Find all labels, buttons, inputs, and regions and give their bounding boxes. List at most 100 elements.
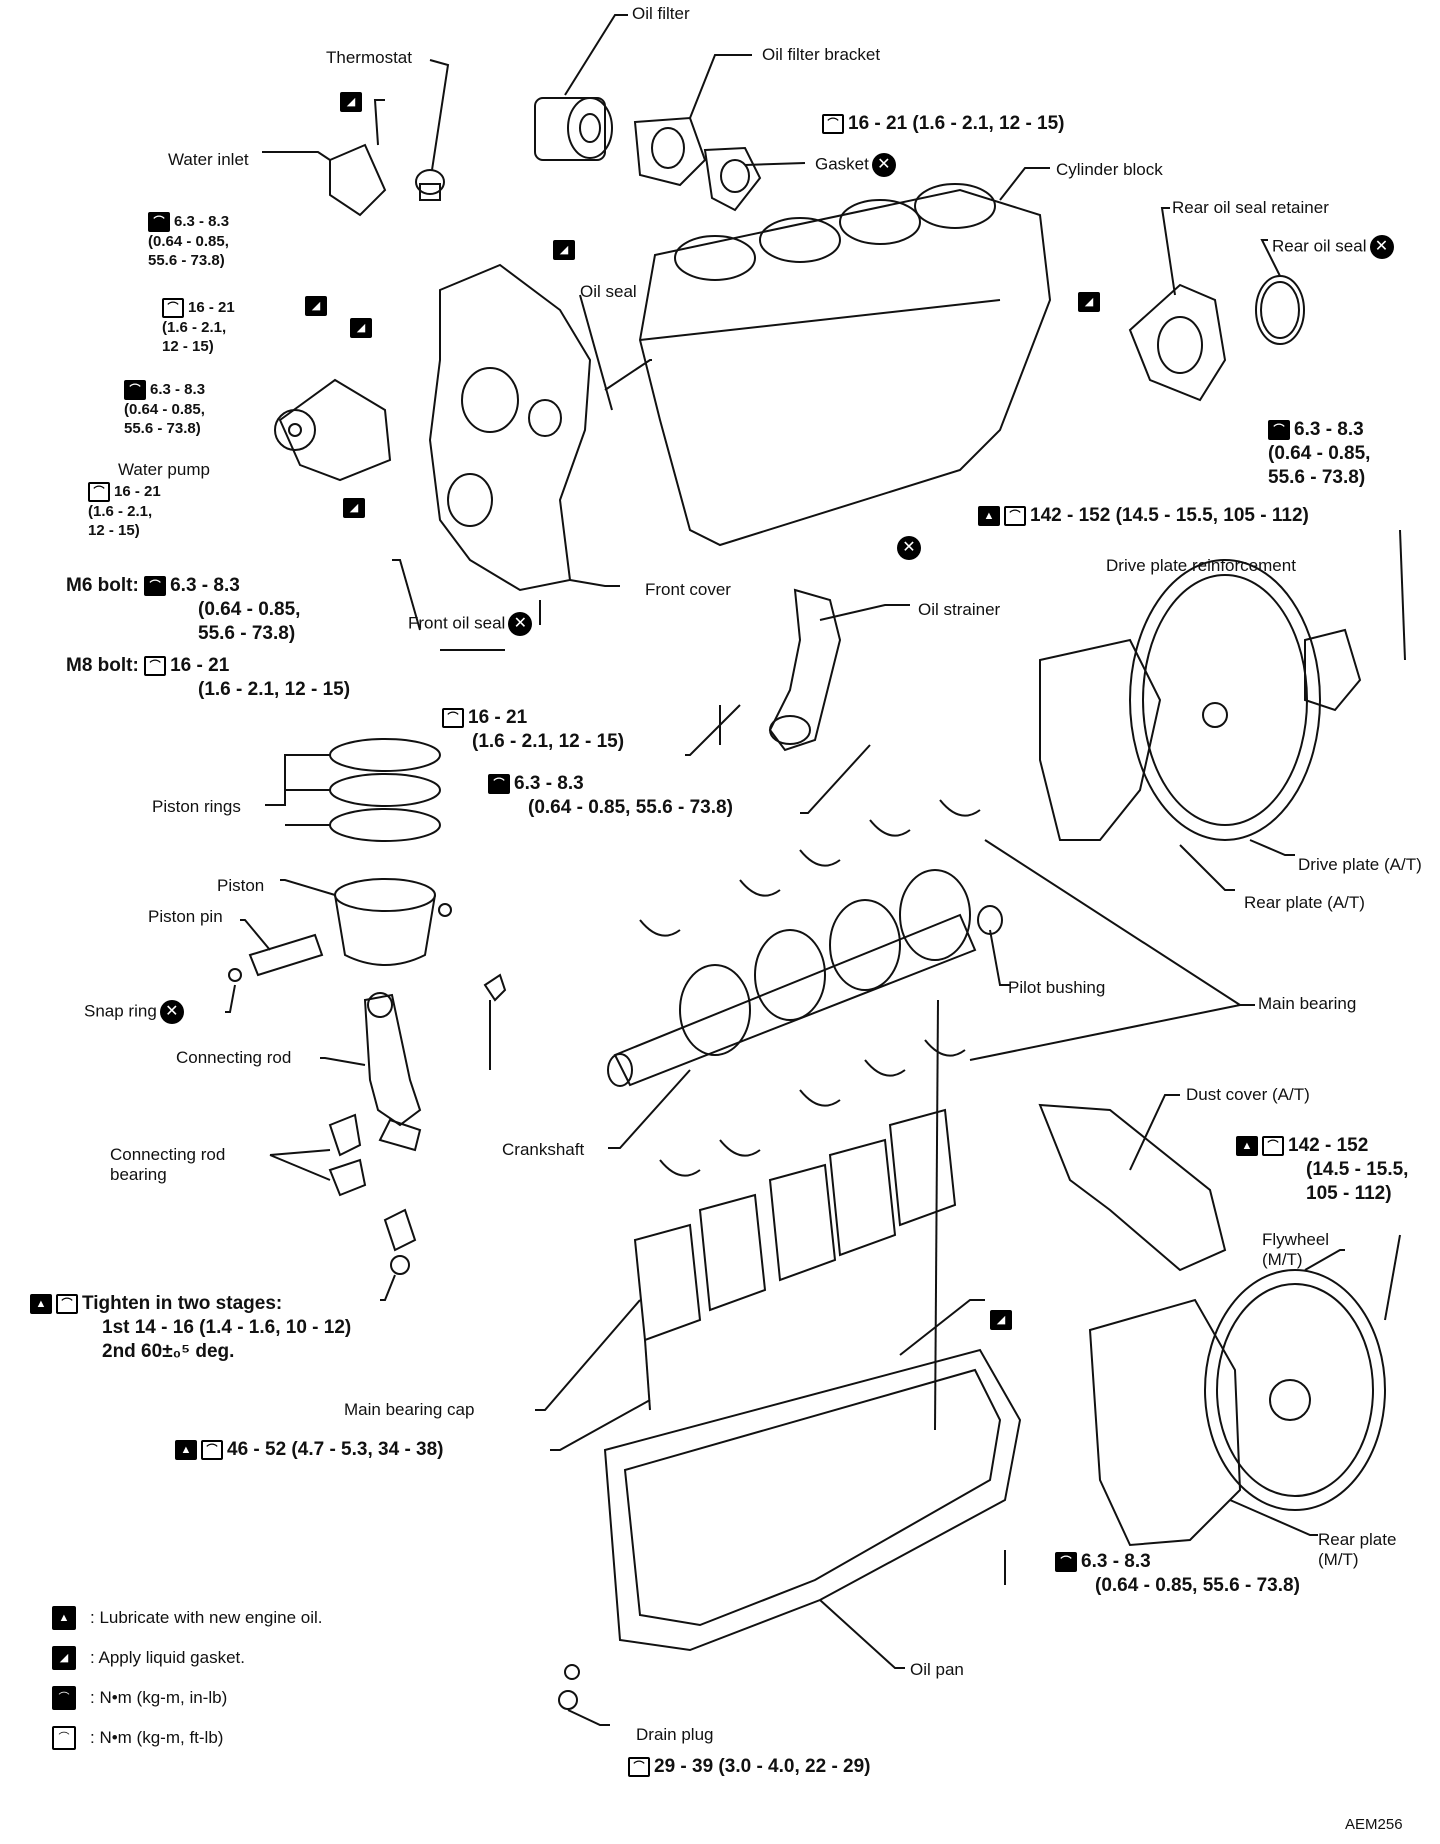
liquid-gasket-icon: ◢ bbox=[52, 1646, 76, 1670]
snap-ring-drawing bbox=[225, 968, 242, 1013]
piston-rings-drawing bbox=[265, 738, 441, 842]
lubricate-icon: ▲ bbox=[52, 1606, 76, 1630]
leader-lines bbox=[392, 294, 1406, 1585]
liquid-gasket-icon: ◢ bbox=[1078, 292, 1100, 312]
spec-drain-plug: ⌒29 - 39 (3.0 - 4.0, 22 - 29) bbox=[628, 1755, 871, 1779]
spec-drive-plate-bolt: ▲⌒142 - 152 (14.5 - 15.5, 105 - 112) bbox=[978, 504, 1309, 528]
lubricate-icon: ▲ bbox=[1236, 1135, 1258, 1156]
lubricate-icon: ▲ bbox=[30, 1293, 52, 1314]
liquid-gasket-icon: ◢ bbox=[350, 318, 372, 338]
label-cylinder-block: Cylinder block bbox=[1056, 160, 1163, 179]
cylinder-block-drawing bbox=[638, 167, 1052, 547]
torque-inlb-icon: ⌒ bbox=[124, 380, 146, 401]
spec-water-inlet-bolt: ⌒16 - 21(1.6 - 2.1,12 - 15) bbox=[162, 298, 235, 356]
lubricate-icon: ▲ bbox=[175, 1439, 197, 1460]
label-drive-plate-reinforcement: Drive plate reinforcement bbox=[1106, 556, 1296, 575]
label-drive-plate: Drive plate (A/T) bbox=[1298, 855, 1422, 874]
label-piston-rings: Piston rings bbox=[152, 797, 241, 816]
flywheel-drawing bbox=[1088, 1249, 1386, 1547]
label-front-cover: Front cover bbox=[645, 580, 731, 599]
label-front-oil-seal: Front oil seal✕ bbox=[408, 612, 533, 636]
replace-icon: ✕ bbox=[159, 1000, 184, 1024]
label-pilot-bushing: Pilot bushing bbox=[1008, 978, 1106, 997]
oil-pan-drawing bbox=[558, 1299, 1022, 1726]
label-water-pump: Water pump bbox=[118, 460, 210, 479]
spec-m8-bolt: M8 bolt: ⌒16 - 21(1.6 - 2.1, 12 - 15) bbox=[66, 655, 351, 700]
label-rear-oil-seal: Rear oil seal✕ bbox=[1272, 235, 1394, 259]
legend-item: ⌒: N•m (kg-m, in-lb) bbox=[52, 1678, 322, 1718]
torque-inlb-icon: ⌒ bbox=[52, 1686, 76, 1710]
legend: ▲: Lubricate with new engine oil. ◢: App… bbox=[52, 1598, 322, 1758]
torque-ftlb-icon: ⌒ bbox=[144, 655, 167, 676]
label-drain-plug: Drain plug bbox=[636, 1725, 714, 1744]
torque-ftlb-icon: ⌒ bbox=[201, 1439, 223, 1460]
torque-ftlb-icon: ⌒ bbox=[1262, 1135, 1284, 1156]
label-rear-oil-seal-retainer: Rear oil seal retainer bbox=[1172, 198, 1329, 217]
label-piston-pin: Piston pin bbox=[148, 907, 223, 926]
liquid-gasket-icon: ◢ bbox=[305, 296, 327, 316]
spec-strainer-bolt-a: ⌒16 - 21(1.6 - 2.1, 12 - 15) bbox=[442, 706, 624, 754]
replace-icon: ✕ bbox=[871, 153, 896, 177]
liquid-gasket-icon: ◢ bbox=[553, 240, 575, 260]
spec-water-pump-bolt-a: ⌒6.3 - 8.3(0.64 - 0.85,55.6 - 73.8) bbox=[124, 380, 206, 438]
spec-conrod-nut: ▲⌒Tighten in two stages:1st 14 - 16 (1.4… bbox=[30, 1292, 351, 1364]
lubricate-icon: ▲ bbox=[978, 505, 1000, 526]
torque-ftlb-icon: ⌒ bbox=[162, 298, 184, 319]
oil-strainer-drawing bbox=[768, 588, 910, 752]
piston-pin-drawing bbox=[240, 919, 324, 977]
replace-icon: ✕ bbox=[508, 612, 533, 636]
main-bearings-drawing bbox=[639, 799, 1255, 1177]
liquid-gasket-icon: ◢ bbox=[343, 498, 365, 518]
oil-filter-bracket-drawing bbox=[633, 54, 806, 212]
torque-ftlb-icon: ⌒ bbox=[52, 1726, 76, 1750]
label-dust-cover: Dust cover (A/T) bbox=[1186, 1085, 1310, 1104]
label-snap-ring: Snap ring✕ bbox=[84, 1000, 184, 1024]
torque-ftlb-icon: ⌒ bbox=[628, 1756, 650, 1777]
spec-strainer-bolt-b: ⌒6.3 - 8.3(0.64 - 0.85, 55.6 - 73.8) bbox=[488, 772, 733, 820]
spec-thermostat-bolt: ⌒6.3 - 8.3(0.64 - 0.85,55.6 - 73.8) bbox=[148, 212, 230, 270]
torque-inlb-icon: ⌒ bbox=[488, 773, 510, 794]
label-oil-pan: Oil pan bbox=[910, 1660, 964, 1679]
legend-item: ◢: Apply liquid gasket. bbox=[52, 1638, 322, 1678]
crankshaft-drawing bbox=[607, 869, 1010, 1149]
figure-code: AEM256 bbox=[1345, 1816, 1403, 1833]
dust-cover-drawing bbox=[1038, 1094, 1227, 1272]
torque-inlb-icon: ⌒ bbox=[1055, 1551, 1077, 1572]
label-main-bearing: Main bearing bbox=[1258, 994, 1357, 1013]
spec-main-cap-bolt: ▲⌒46 - 52 (4.7 - 5.3, 34 - 38) bbox=[175, 1438, 444, 1462]
label-oil-seal: Oil seal bbox=[580, 282, 637, 301]
legend-item: ▲: Lubricate with new engine oil. bbox=[52, 1598, 322, 1638]
torque-ftlb-icon: ⌒ bbox=[56, 1293, 78, 1314]
liquid-gasket-icon: ◢ bbox=[990, 1310, 1012, 1330]
label-gasket: Gasket✕ bbox=[815, 153, 896, 177]
spec-m6-bolt: M6 bolt: ⌒6.3 - 8.3(0.64 - 0.85,55.6 - 7… bbox=[66, 575, 301, 644]
label-piston: Piston bbox=[217, 876, 265, 895]
legend-item: ⌒: N•m (kg-m, ft-lb) bbox=[52, 1718, 322, 1758]
piston-drawing bbox=[280, 878, 452, 966]
label-main-bearing-cap: Main bearing cap bbox=[344, 1400, 475, 1419]
front-cover-drawing bbox=[428, 263, 620, 592]
liquid-gasket-icon: ◢ bbox=[340, 92, 362, 112]
water-pump-drawing bbox=[274, 378, 392, 482]
torque-ftlb-icon: ⌒ bbox=[442, 707, 464, 728]
spec-flywheel-bolt: ▲⌒142 - 152(14.5 - 15.5,105 - 112) bbox=[1236, 1134, 1408, 1206]
spec-rear-retainer-bolt: ⌒6.3 - 8.3(0.64 - 0.85,55.6 - 73.8) bbox=[1268, 419, 1371, 488]
rear-oil-seal-retainer-drawing bbox=[1128, 207, 1305, 402]
thermostat-drawing bbox=[262, 59, 450, 217]
spec-water-pump-bolt-b: ⌒16 - 21(1.6 - 2.1,12 - 15) bbox=[88, 482, 161, 540]
torque-ftlb-icon: ⌒ bbox=[822, 113, 844, 134]
label-oil-filter: Oil filter bbox=[632, 4, 690, 23]
spec-rear-plate-bolt: ⌒6.3 - 8.3(0.64 - 0.85, 55.6 - 73.8) bbox=[1055, 1550, 1300, 1598]
oil-filter-drawing bbox=[534, 14, 628, 161]
label-water-inlet: Water inlet bbox=[168, 150, 249, 169]
torque-ftlb-icon: ⌒ bbox=[88, 482, 110, 503]
label-thermostat: Thermostat bbox=[326, 48, 412, 67]
label-flywheel: Flywheel(M/T) bbox=[1262, 1230, 1330, 1269]
replace-icon: ✕ bbox=[1369, 235, 1394, 259]
main-bearing-caps-drawing bbox=[535, 1108, 957, 1451]
label-rear-plate-at: Rear plate (A/T) bbox=[1244, 893, 1365, 912]
connecting-rod-drawing bbox=[269, 973, 507, 1301]
torque-inlb-icon: ⌒ bbox=[148, 212, 170, 233]
label-connecting-rod: Connecting rod bbox=[176, 1048, 292, 1067]
